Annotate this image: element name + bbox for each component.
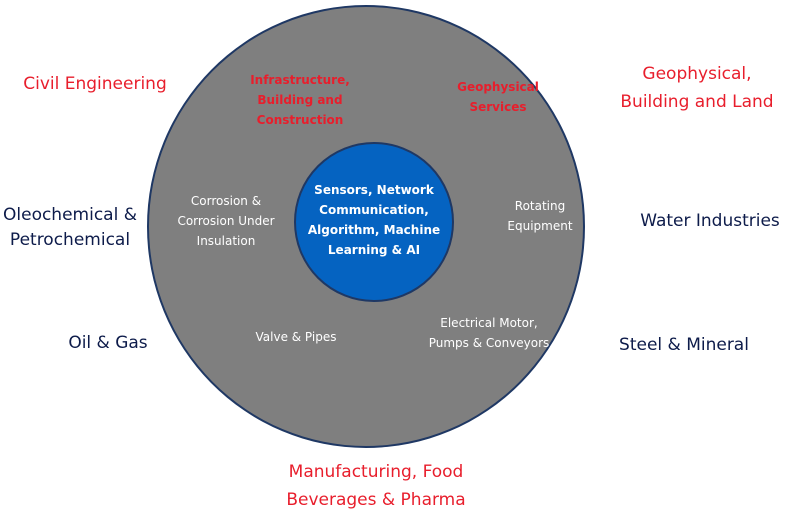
ring-label-infrastructure: Infrastructure, Building and Constructio…: [250, 73, 350, 127]
industry-label-water-industries: Water Industries: [640, 211, 780, 231]
industry-label-steel-mineral: Steel & Mineral: [619, 335, 749, 355]
ring-label-geophysical-services: Geophysical Services: [457, 80, 539, 114]
industry-label-oleochemical: Oleochemical & Petrochemical: [3, 205, 137, 250]
core-technology-label: Sensors, Network Communication, Algorith…: [307, 183, 441, 257]
ring-label-electrical-motor: Electrical Motor, Pumps & Conveyors: [428, 316, 550, 350]
ring-label-corrosion: Corrosion & Corrosion Under Insulation: [177, 194, 275, 248]
industry-label-geophysical: Geophysical, Building and Land: [620, 64, 774, 112]
ring-label-rotating-equipment: Rotating Equipment: [507, 199, 573, 233]
industry-label-oil-gas: Oil & Gas: [68, 333, 148, 353]
core-technology-circle: [294, 142, 454, 302]
industry-label-civil-engineering: Civil Engineering: [23, 74, 167, 94]
industry-label-manufacturing: Manufacturing, Food Beverages & Pharma: [286, 462, 466, 510]
ring-label-valve-pipes: Valve & Pipes: [255, 330, 337, 344]
